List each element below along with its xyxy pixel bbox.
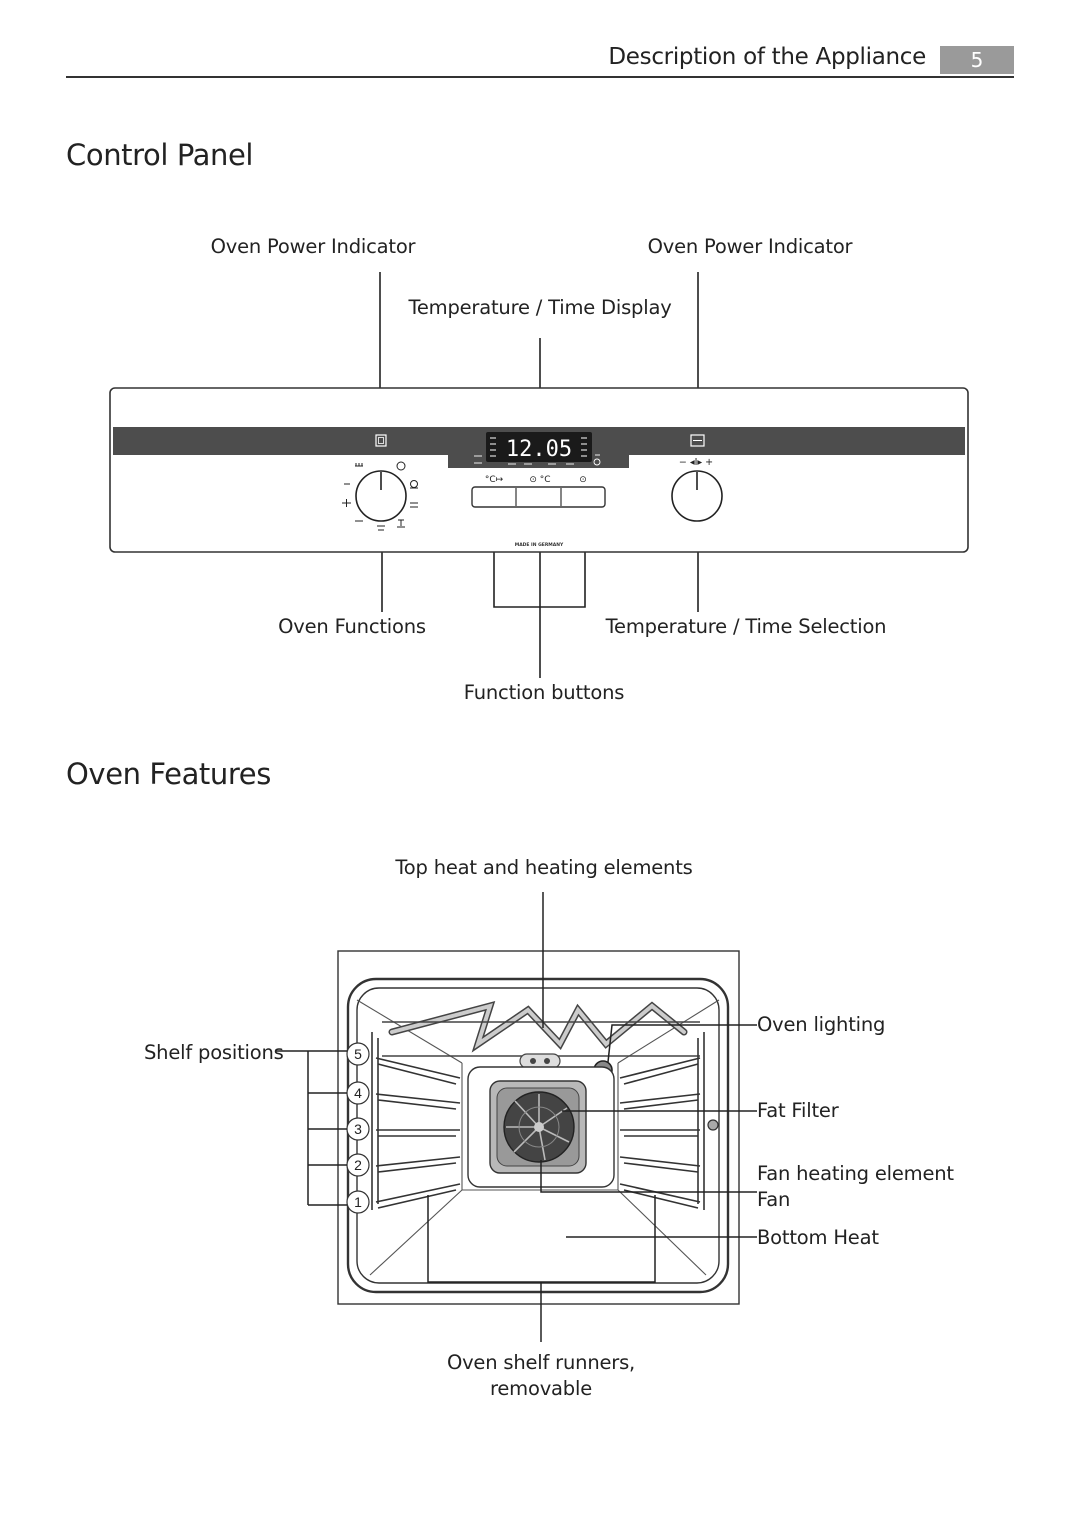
shelf-number-2: 2 — [354, 1157, 362, 1173]
top-heating-element — [388, 1000, 688, 1053]
temp-time-dial-marks: − ◂I▸ + — [679, 457, 713, 468]
control-panel-title: Control Panel — [66, 138, 254, 172]
label-temp-time-selection: Temperature / Time Selection — [605, 615, 887, 638]
label-oven-lighting: Oven lighting — [757, 1013, 886, 1036]
made-in-label: MADE IN GERMANY — [515, 542, 564, 548]
display-readout: 12.05 — [506, 437, 572, 462]
label-fat-filter: Fat Filter — [757, 1099, 839, 1122]
label-top-heat: Top heat and heating elements — [395, 856, 693, 879]
power-indicator-left-icon — [375, 434, 387, 447]
oven-function-symbols — [342, 461, 418, 531]
oven-feature-leaders — [276, 892, 757, 1342]
oven-functions-knob — [355, 470, 407, 522]
header-section-title: Description of the Appliance — [608, 44, 926, 70]
label-function-buttons: Function buttons — [463, 681, 625, 704]
shelf-number-1: 1 — [354, 1194, 362, 1210]
header-rule — [66, 76, 1014, 78]
page-number: 5 — [940, 46, 1014, 74]
button-symbol-3: ⊙ — [579, 475, 587, 485]
shelf-position-markers — [346, 1042, 370, 1214]
label-power-indicator-left: Oven Power Indicator — [210, 235, 416, 258]
temp-time-knob — [671, 470, 723, 522]
function-buttons-bar — [471, 486, 606, 508]
power-indicator-right-icon — [690, 434, 705, 447]
label-power-indicator-right: Oven Power Indicator — [647, 235, 853, 258]
label-temp-time-display: Temperature / Time Display — [408, 296, 672, 319]
label-fan: Fan — [757, 1188, 791, 1211]
label-oven-functions: Oven Functions — [278, 615, 426, 638]
button-symbol-2: ⊙ °C — [529, 475, 550, 485]
label-shelf-runners-line2: removable — [490, 1377, 592, 1400]
shelf-number-4: 4 — [354, 1085, 362, 1101]
shelf-number-3: 3 — [354, 1121, 362, 1137]
temp-time-display — [486, 432, 592, 462]
shelf-number-5: 5 — [354, 1046, 362, 1062]
button-symbol-1: °C↦ — [485, 475, 503, 485]
oven-features-title: Oven Features — [66, 757, 271, 791]
label-shelf-positions: Shelf positions — [144, 1041, 284, 1064]
label-fan-heating-element: Fan heating element — [757, 1162, 954, 1185]
shelf-runners-left — [371, 1032, 461, 1210]
label-bottom-heat: Bottom Heat — [757, 1226, 879, 1249]
label-shelf-runners-line1: Oven shelf runners, — [446, 1351, 636, 1374]
shelf-runners-right — [619, 1032, 705, 1210]
